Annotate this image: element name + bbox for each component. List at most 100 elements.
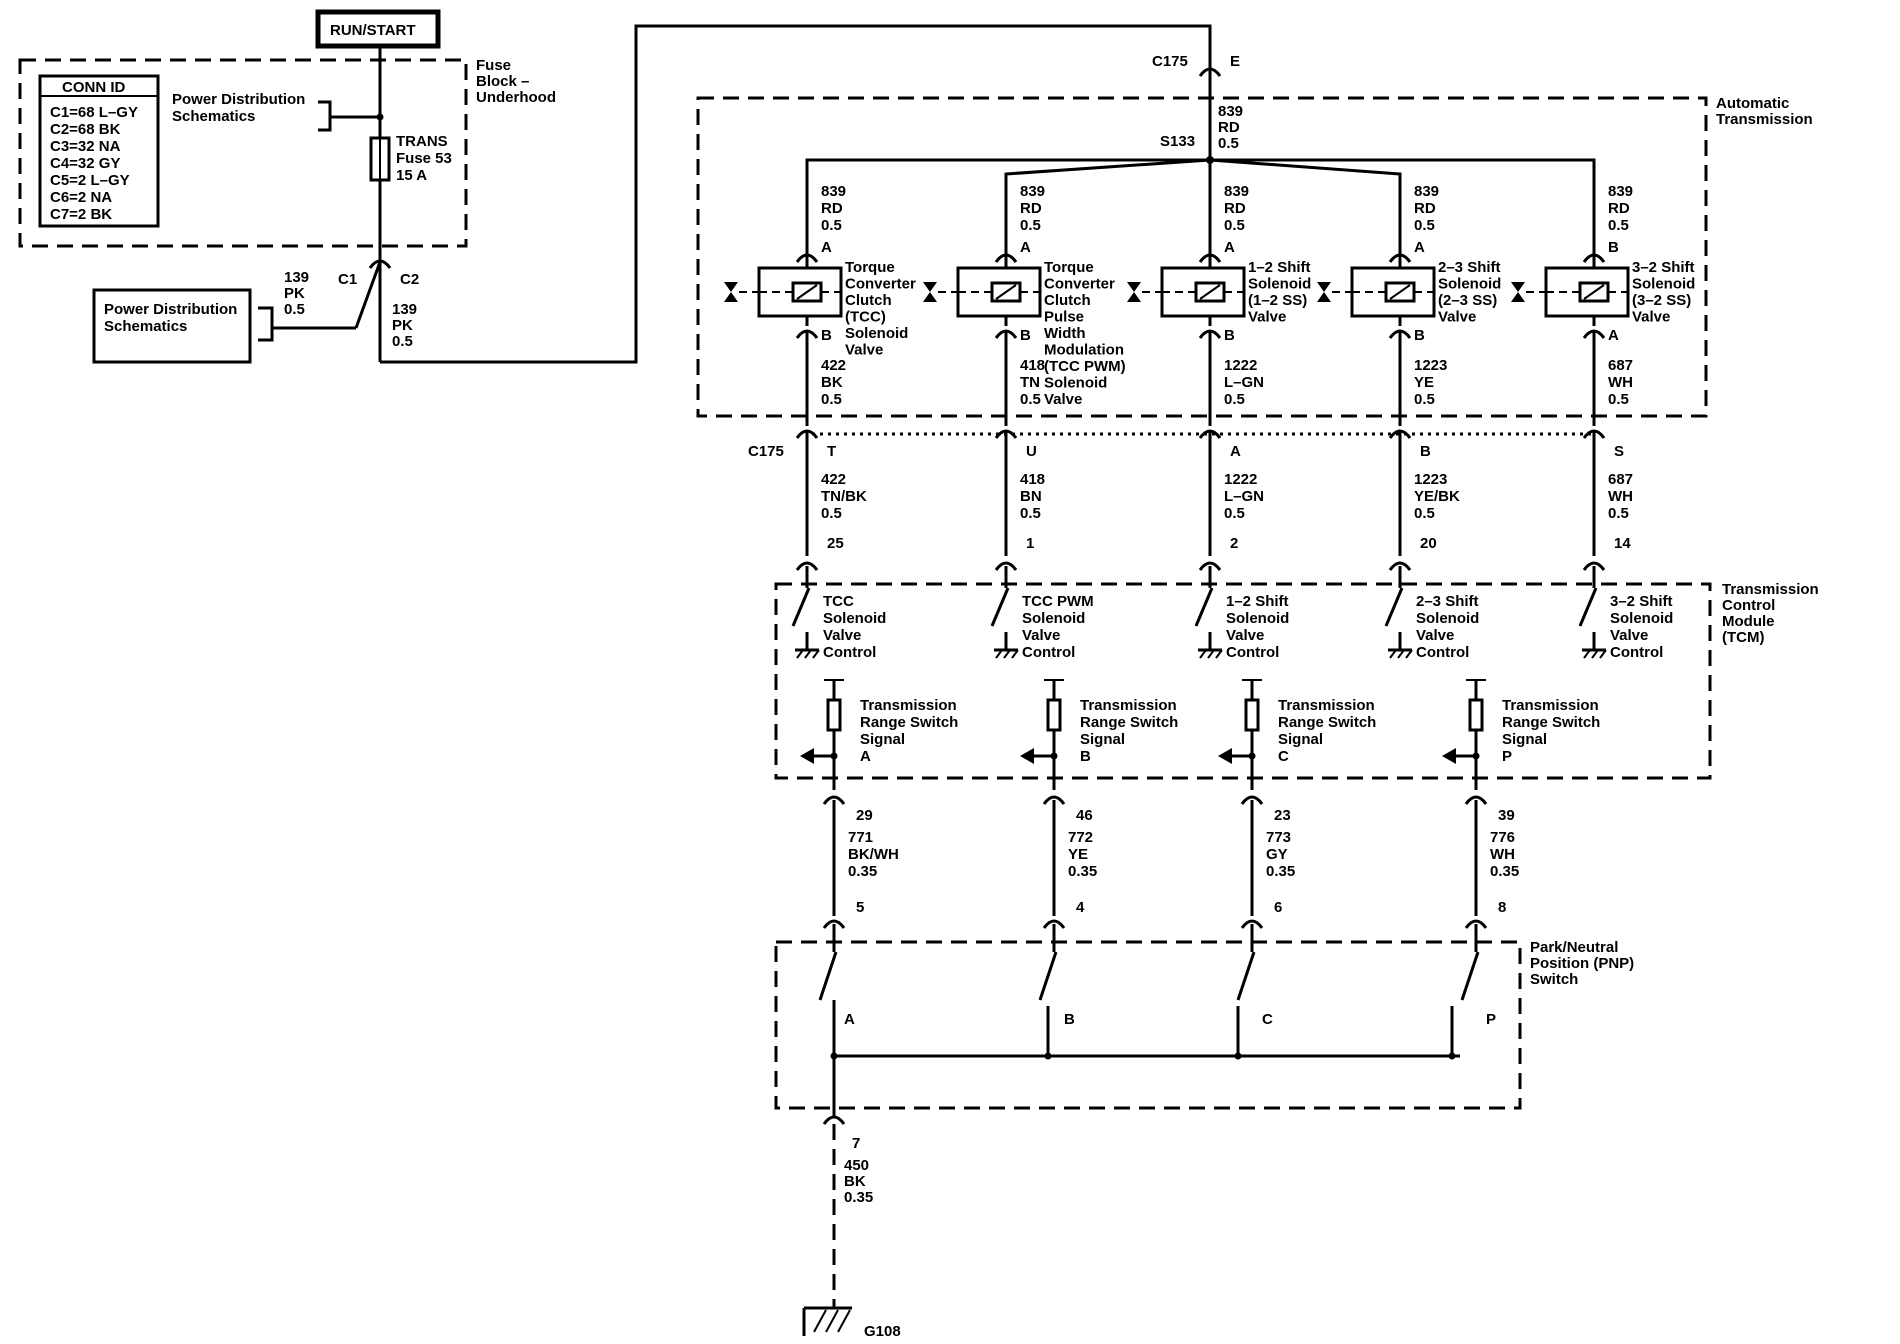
svg-text:BK: BK (844, 1173, 866, 1190)
control-label: 1–2 Shift (1226, 593, 1289, 610)
solenoid-name: Width (1044, 325, 1086, 342)
pin-label: A (1608, 327, 1619, 344)
wire-139-right-label: 139 PK 0.5 (392, 301, 417, 350)
pin-label: A (1020, 239, 1031, 256)
range-signal-label: Range Switch (1502, 714, 1600, 731)
resistor-icon (1244, 698, 1260, 732)
wire-label: 0.5 (1020, 391, 1041, 408)
wire-label: 771 (848, 829, 873, 846)
range-signal-label: Transmission (1502, 697, 1599, 714)
svg-text:Transmission: Transmission (1716, 111, 1813, 128)
c175-top-label: C175 (1152, 53, 1188, 70)
ground-symbol (802, 1306, 852, 1336)
pnp-label: Park/Neutral Position (PNP) Switch (1530, 939, 1634, 988)
wire-label: L–GN (1224, 374, 1264, 391)
connector-cavity (1240, 795, 1264, 805)
wire-label: TN/BK (821, 488, 867, 505)
wire-label: 0.35 (1490, 863, 1519, 880)
c175-mid-label: C175 (748, 443, 784, 460)
solenoid-name: Valve (1438, 309, 1476, 326)
valve-icon (724, 282, 738, 302)
conn-row: C7=2 BK (50, 206, 112, 223)
solenoid-name: (TCC PWM) (1044, 358, 1126, 375)
connector-cavity (1042, 919, 1066, 929)
wire-label: 0.5 (821, 217, 842, 234)
solenoid-circuit: 839RD0.5ABTorqueConverterClutchPulseWidt… (923, 183, 1126, 661)
range-signal-label: Signal (1502, 731, 1547, 748)
svg-text:RD: RD (1218, 119, 1240, 136)
pin-label: 2 (1230, 535, 1238, 552)
valve-icon (923, 282, 937, 302)
wire-label: BK/WH (848, 846, 899, 863)
wire-label: 0.5 (821, 505, 842, 522)
wire-label: RD (821, 200, 843, 217)
conn-row: C5=2 L–GY (50, 172, 130, 189)
solenoid-circuit: 839RD0.5ABTorqueConverterClutch(TCC)Sole… (724, 183, 916, 661)
pin-label: T (827, 443, 836, 460)
automatic-transmission-outline (696, 96, 1708, 418)
pin-label: 14 (1614, 535, 1631, 552)
run-start-box (315, 9, 441, 49)
range-signal-label: Range Switch (1278, 714, 1376, 731)
range-signal-label: Range Switch (1080, 714, 1178, 731)
pin-label: A (1224, 239, 1235, 256)
wire-label: 0.5 (1020, 505, 1041, 522)
solenoid-name: Converter (845, 276, 916, 293)
wire-label: 839 (821, 183, 846, 200)
pin-label: 39 (1498, 807, 1515, 824)
signal-arrow-icon (1020, 748, 1034, 764)
solenoid-name: Valve (1632, 309, 1670, 326)
ground-name: G108 (864, 1323, 901, 1340)
wire-839-main-label: 839 RD 0.5 (1218, 103, 1243, 152)
pin-label: 20 (1420, 535, 1437, 552)
control-label: Control (1416, 644, 1469, 661)
wire-label: GY (1266, 846, 1288, 863)
wire-label: 0.5 (1608, 505, 1629, 522)
solenoid-name: Modulation (1044, 342, 1124, 359)
pin-label: B (1420, 443, 1431, 460)
wire-label: 687 (1608, 357, 1633, 374)
range-signal-label: Range Switch (860, 714, 958, 731)
wire-label: 0.5 (1414, 505, 1435, 522)
svg-text:(TCM): (TCM) (1722, 629, 1764, 646)
pin-label: A (821, 239, 832, 256)
pin-label: 4 (1076, 899, 1085, 916)
wire-label: 776 (1490, 829, 1515, 846)
svg-text:Block –: Block – (476, 73, 529, 90)
wire-label: BN (1020, 488, 1042, 505)
fuse-label: Fuse 53 (396, 150, 452, 167)
ground-pin: 7 (852, 1135, 860, 1152)
svg-text:139: 139 (284, 269, 309, 286)
ground-wire-label: 450 BK 0.35 (844, 1157, 873, 1206)
svg-text:Park/Neutral: Park/Neutral (1530, 939, 1618, 956)
range-signal-label: Transmission (1278, 697, 1375, 714)
wire-139-left-label: 139 PK 0.5 (284, 269, 309, 318)
wire-label: WH (1608, 488, 1633, 505)
control-label: Control (1610, 644, 1663, 661)
svg-text:Control: Control (1722, 597, 1775, 614)
wire-label: 0.5 (1414, 217, 1435, 234)
wire-label: 0.5 (1020, 217, 1041, 234)
wire-label: 839 (1414, 183, 1439, 200)
valve-icon (1317, 282, 1331, 302)
solenoid-name: Valve (1248, 309, 1286, 326)
control-label: Solenoid (1610, 610, 1673, 627)
solenoid-name: (2–3 SS) (1438, 292, 1497, 309)
wire-label: 839 (1020, 183, 1045, 200)
range-signal-label: B (1080, 748, 1091, 765)
connector-cavity (1388, 561, 1412, 571)
wire-label: 0.5 (1224, 505, 1245, 522)
wire-label: WH (1490, 846, 1515, 863)
solenoid-name: Solenoid (1044, 375, 1107, 392)
svg-text:0.35: 0.35 (844, 1189, 873, 1206)
control-label: Solenoid (1022, 610, 1085, 627)
pin-label: B (1020, 327, 1031, 344)
wire-label: 0.5 (821, 391, 842, 408)
pin-label: 6 (1274, 899, 1282, 916)
svg-text:PK: PK (284, 285, 305, 302)
pin-label: U (1026, 443, 1037, 460)
pin-label: 5 (856, 899, 864, 916)
range-signal-label: P (1502, 748, 1512, 765)
solenoid-name: Pulse (1044, 309, 1084, 326)
